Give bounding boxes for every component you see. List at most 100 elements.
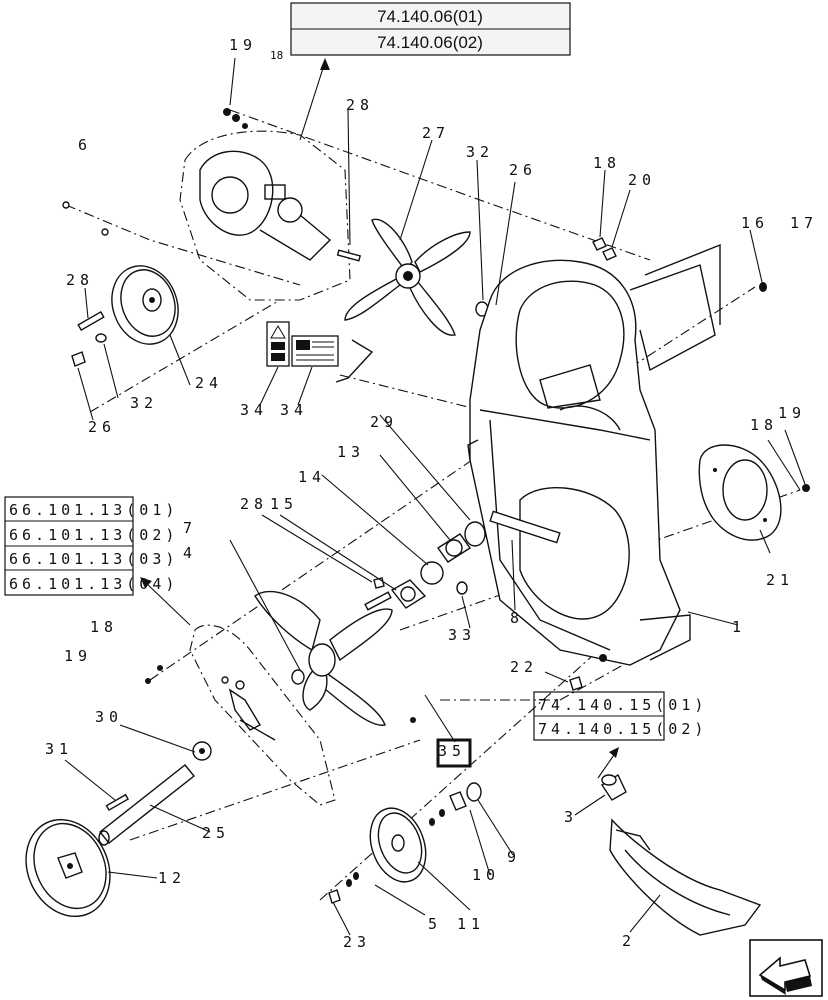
ref-left-3[interactable]: 66.101.13(03) xyxy=(9,550,178,568)
decal-34-label xyxy=(291,335,339,367)
callout-19-lower: 19 xyxy=(64,647,92,665)
center-lines xyxy=(65,109,801,901)
callout-26-top: 26 xyxy=(509,161,537,179)
ref-top-1[interactable]: 74.140.06(01) xyxy=(377,7,483,26)
callout-34-b: 34 xyxy=(280,401,308,419)
callout-19-right: 19 xyxy=(778,404,806,422)
ref-left-1[interactable]: 66.101.13(01) xyxy=(9,501,178,519)
callout-32-top: 32 xyxy=(466,143,494,161)
callout-2: 2 xyxy=(622,932,636,950)
ref-left-arrowhead xyxy=(140,577,152,588)
callout-23: 23 xyxy=(343,933,371,951)
flange-21 xyxy=(698,444,782,541)
key-31 xyxy=(105,793,129,812)
ref-left-2[interactable]: 66.101.13(02) xyxy=(9,526,178,544)
bolt-6b xyxy=(101,228,109,236)
nut-18-lower xyxy=(157,665,163,671)
callout-16: 16 xyxy=(741,214,769,232)
bearing-14 xyxy=(420,561,444,585)
callout-18-right-b: 18 xyxy=(750,416,778,434)
callout-18-right: 18 xyxy=(593,154,621,172)
callout-12: 12 xyxy=(158,869,186,887)
decal-34-warning xyxy=(266,321,290,367)
nut-18-19-right xyxy=(802,484,810,492)
callout-9: 9 xyxy=(507,848,521,866)
callout-3: 3 xyxy=(564,808,578,826)
nut-19-lower xyxy=(145,678,151,684)
ref-right-arrow xyxy=(597,751,617,779)
callout-30: 30 xyxy=(95,708,123,726)
ref-top-arrowhead xyxy=(320,58,330,70)
bearing-13 xyxy=(437,533,471,563)
seal-33 xyxy=(456,581,468,595)
pin-28-top xyxy=(336,249,362,262)
fan-7 xyxy=(254,590,393,726)
callout-33: 33 xyxy=(448,626,476,644)
guard-2 xyxy=(609,818,762,936)
ref-left-arrow xyxy=(144,581,191,626)
washer-23 xyxy=(346,879,352,887)
pulley-5 xyxy=(369,807,427,883)
callout-14: 14 xyxy=(298,468,326,486)
callout-35: 35 xyxy=(438,742,466,760)
pulley-24 xyxy=(111,265,179,345)
callouts: 19 18 6 28 27 32 26 18 20 16 17 28 24 32… xyxy=(45,36,818,951)
callout-6: 6 xyxy=(78,136,92,154)
callout-19-top: 19 xyxy=(229,36,257,54)
ref-box-right[interactable]: 74.140.15(01) 74.140.15(02) xyxy=(533,691,707,741)
previous-page-arrow-icon[interactable] xyxy=(749,939,823,997)
callout-26-left: 26 xyxy=(88,418,116,436)
callout-20: 20 xyxy=(628,171,656,189)
callout-15: 15 xyxy=(270,495,298,513)
bolt-6 xyxy=(62,201,70,209)
bolt-26-left xyxy=(71,351,86,367)
nut-35 xyxy=(410,717,416,723)
callout-28-mid: 28 xyxy=(240,495,268,513)
bearing-29 xyxy=(464,521,486,547)
gear-cover-lower xyxy=(189,624,336,806)
pulley-12 xyxy=(25,818,111,918)
callout-25: 25 xyxy=(202,824,230,842)
callout-21: 21 xyxy=(766,571,794,589)
callout-24: 24 xyxy=(195,374,223,392)
callout-5: 5 xyxy=(428,915,442,933)
callout-18-top: 18 xyxy=(270,49,283,62)
ref-box-top[interactable]: 74.140.06(01) 74.140.06(02) xyxy=(290,2,571,56)
callout-28-left: 28 xyxy=(66,271,94,289)
callout-22: 22 xyxy=(510,658,538,676)
pin-8 xyxy=(489,510,561,544)
callout-4: 4 xyxy=(183,544,197,562)
callout-13: 13 xyxy=(337,443,365,461)
ref-right-1[interactable]: 74.140.15(01) xyxy=(538,696,707,714)
nut-16-17 xyxy=(759,282,767,292)
callout-11: 11 xyxy=(457,915,485,933)
callout-17: 17 xyxy=(790,214,818,232)
latch-3 xyxy=(601,773,627,801)
callout-1: 1 xyxy=(732,618,746,636)
callout-18-lower: 18 xyxy=(90,618,118,636)
bolt-22 xyxy=(569,676,583,691)
callout-32-left: 32 xyxy=(130,394,158,412)
fan-housing-1 xyxy=(467,243,721,666)
callout-8: 8 xyxy=(510,609,524,627)
callout-7: 7 xyxy=(183,519,197,537)
washer-23b xyxy=(353,872,359,880)
ref-right-2[interactable]: 74.140.15(02) xyxy=(538,720,707,738)
nut-23 xyxy=(328,889,341,904)
pin-28-left xyxy=(77,310,105,332)
ref-right-arrowhead xyxy=(609,747,619,758)
spacer-stack-10 xyxy=(429,782,482,826)
callout-34-a: 34 xyxy=(240,401,268,419)
nut-stack-top xyxy=(223,108,248,129)
callout-29: 29 xyxy=(370,413,398,431)
ref-left-4[interactable]: 66.101.13(04) xyxy=(9,575,178,593)
gearbox-housing xyxy=(179,130,351,301)
washer-4 xyxy=(291,669,305,685)
ref-box-left[interactable]: 66.101.13(01) 66.101.13(02) 66.101.13(03… xyxy=(4,496,178,596)
ref-top-2[interactable]: 74.140.06(02) xyxy=(377,33,483,52)
nut-20 xyxy=(602,247,617,261)
nut-18-top xyxy=(592,237,607,251)
callout-27: 27 xyxy=(422,124,450,142)
